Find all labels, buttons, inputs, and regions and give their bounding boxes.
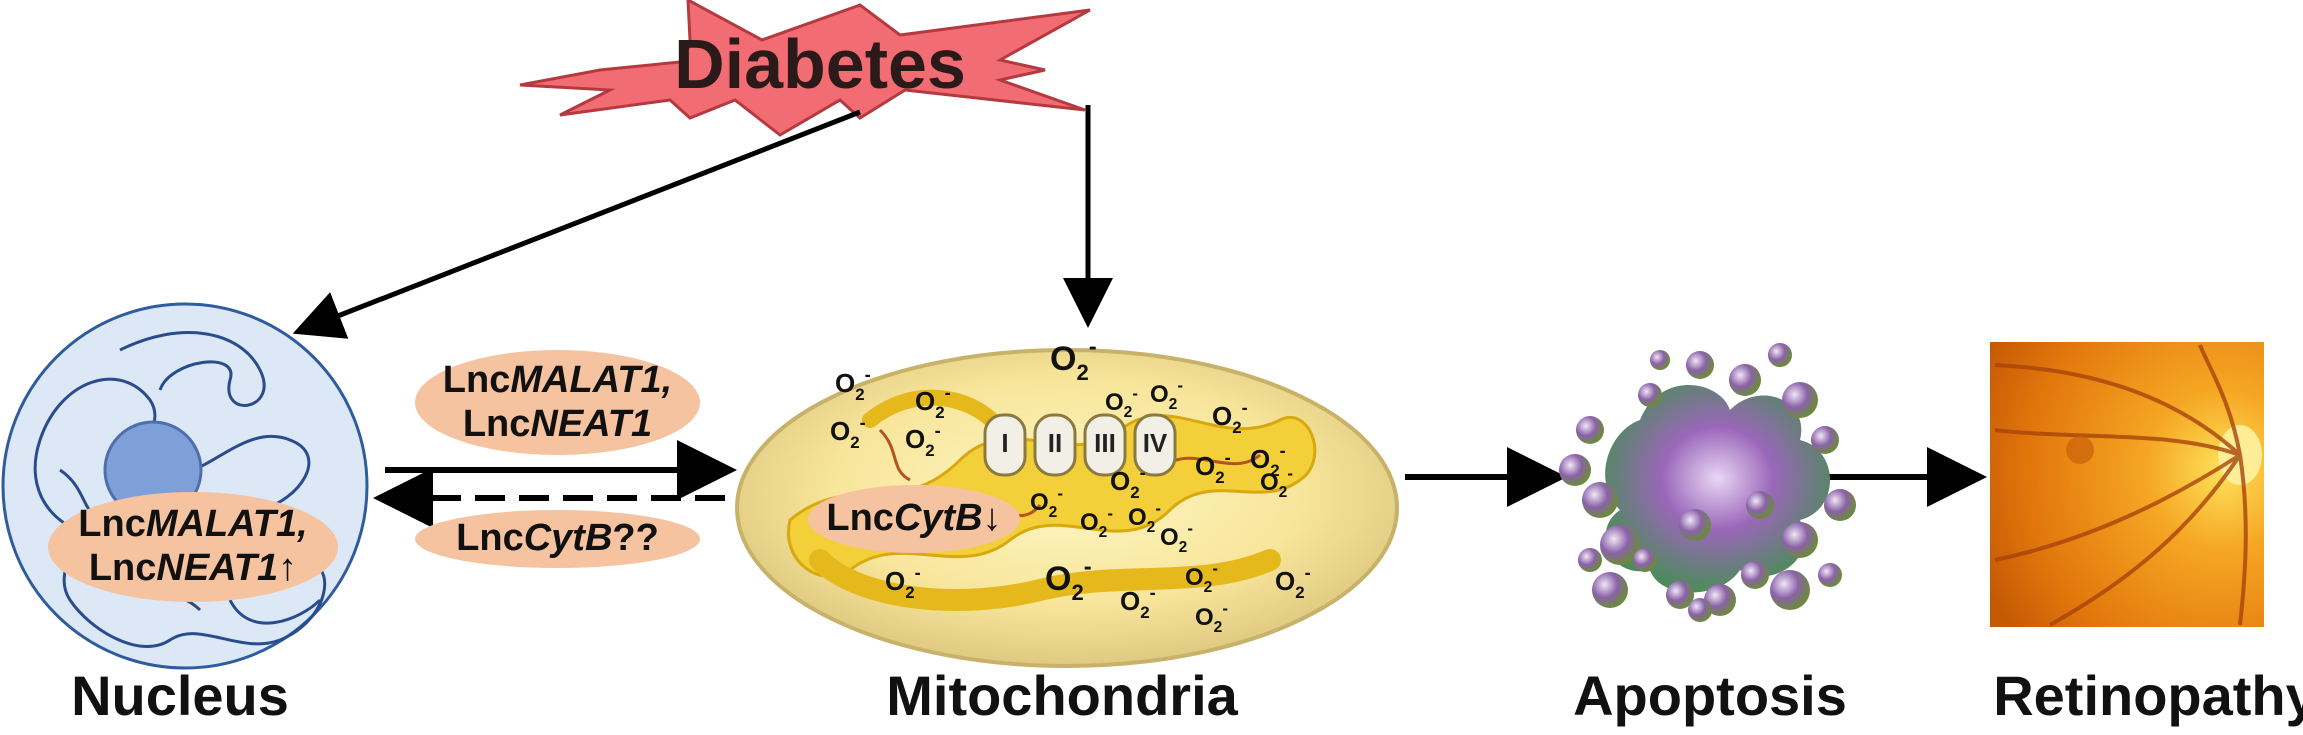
superoxide-label: O2- xyxy=(1030,484,1063,521)
nucleus xyxy=(1,302,369,670)
superoxide-label: O2- xyxy=(1128,499,1161,536)
superoxide-labels: O2-O2-O2-O2-O2-O2-O2-O2-O2-O2-O2-O2-O2-O… xyxy=(830,334,1311,637)
apoptotic-cell xyxy=(1559,343,1856,622)
superoxide-label: O2- xyxy=(1185,559,1218,596)
etc-complexes: I II III IV xyxy=(983,413,1177,477)
complex-III: III xyxy=(1094,428,1116,458)
complex-I: I xyxy=(1001,428,1008,458)
apoptotic-body xyxy=(1578,548,1602,572)
apoptotic-body xyxy=(1729,364,1761,396)
arrow-diabetes-to-nucleus xyxy=(292,109,861,339)
superoxide-label: O2- xyxy=(1120,582,1156,622)
down-arrow-icon: ↓ xyxy=(982,497,1002,540)
apoptotic-body xyxy=(1704,584,1736,616)
mitochondrion: I II III IV O2-O2-O2-O2-O2-O2-O2-O2-O2-O… xyxy=(735,334,1399,668)
up-arrow-icon: ↑ xyxy=(278,547,298,589)
caption-mitochondria: Mitochondria xyxy=(886,664,1238,727)
apoptotic-body xyxy=(1679,509,1711,541)
apoptotic-body xyxy=(1782,382,1818,418)
return-lnc-pill: LncCytB?? xyxy=(415,510,700,568)
superoxide-label: O2- xyxy=(1195,447,1231,487)
apoptotic-body xyxy=(1666,581,1694,609)
apoptotic-body xyxy=(1559,454,1591,486)
superoxide-label: O2- xyxy=(1250,440,1286,480)
transport-lnc-pill: LncMALAT1, LncNEAT1 xyxy=(415,350,700,455)
superoxide-label: O2- xyxy=(1160,519,1193,556)
superoxide-label: O2- xyxy=(1275,562,1311,602)
superoxide-label: O2- xyxy=(1110,462,1146,502)
superoxide-label: O2- xyxy=(1050,334,1097,386)
apoptotic-body xyxy=(1638,383,1662,407)
superoxide-label: O2- xyxy=(1195,599,1228,636)
superoxide-label: O2- xyxy=(885,562,921,602)
complex-II: II xyxy=(1048,428,1062,458)
apoptotic-body xyxy=(1592,572,1628,608)
superoxide-label: O2- xyxy=(1212,397,1248,437)
apoptotic-body xyxy=(1818,563,1842,587)
apoptotic-body xyxy=(1633,548,1657,572)
superoxide-label: O2- xyxy=(830,412,866,452)
superoxide-label: O2- xyxy=(1105,384,1138,421)
apoptotic-body xyxy=(1768,343,1792,367)
apoptotic-body xyxy=(1824,489,1856,521)
apoptotic-body xyxy=(1650,350,1670,370)
superoxide-label: O2- xyxy=(1260,464,1293,501)
caption-apoptosis: Apoptosis xyxy=(1573,664,1847,727)
apoptotic-body xyxy=(1741,561,1769,589)
apoptotic-body xyxy=(1746,491,1774,519)
superoxide-label: O2- xyxy=(915,382,951,422)
superoxide-label: O2- xyxy=(905,420,941,460)
diabetes-title: Diabetes xyxy=(674,25,966,103)
retina-image xyxy=(1990,342,2264,627)
mito-lnc-pill: LncCytB↓ xyxy=(808,485,1020,553)
apoptotic-body xyxy=(1600,525,1640,565)
apoptotic-body xyxy=(1686,351,1714,379)
apoptotic-body xyxy=(1576,416,1604,444)
complex-IV: IV xyxy=(1143,428,1168,458)
superoxide-label: O2- xyxy=(1045,554,1092,606)
apoptotic-body xyxy=(1582,482,1618,518)
apoptotic-body xyxy=(1782,522,1818,558)
superoxide-label: O2- xyxy=(835,364,871,404)
diabetes-star xyxy=(519,0,1091,137)
superoxide-label: O2- xyxy=(1150,376,1183,413)
caption-nucleus: Nucleus xyxy=(71,664,289,727)
apoptotic-body xyxy=(1770,570,1810,610)
nucleus-lnc-pill: LncMALAT1, LncNEAT1↑ xyxy=(48,492,338,602)
caption-retinopathy: Retinopathy xyxy=(1993,664,2303,727)
apoptotic-body xyxy=(1811,426,1839,454)
superoxide-label: O2- xyxy=(1080,504,1113,541)
apoptotic-body xyxy=(1688,598,1712,622)
